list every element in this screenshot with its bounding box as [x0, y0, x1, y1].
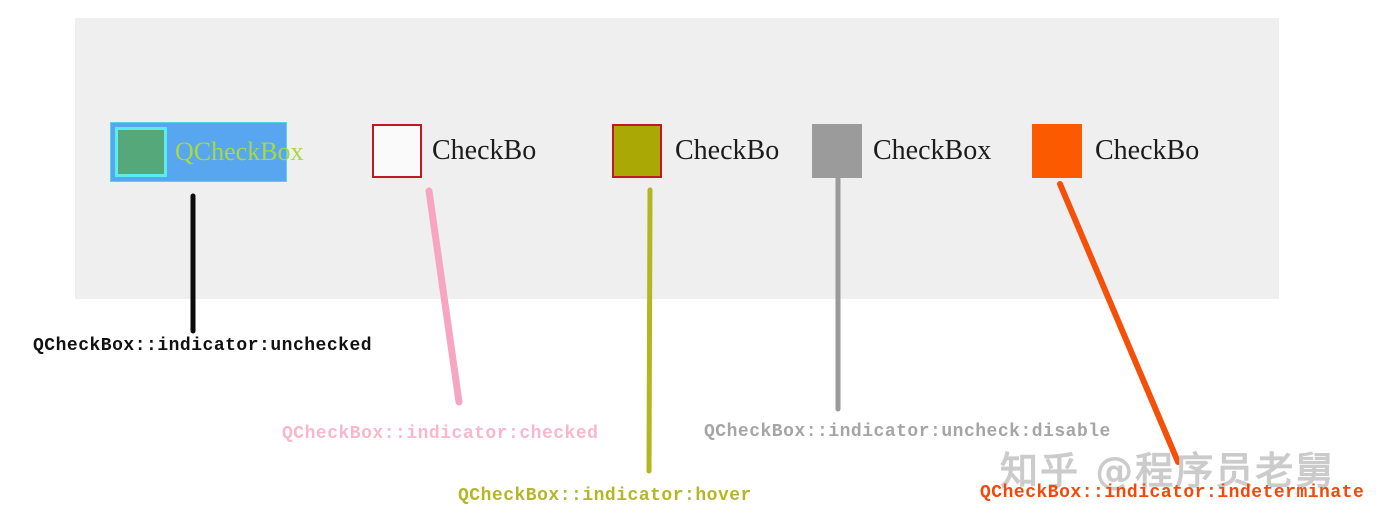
checkbox-label: CheckBo — [1095, 135, 1200, 166]
checkbox-indicator-checked — [372, 124, 422, 178]
qcheckbox-widget-unchecked: QCheckBox — [110, 122, 304, 182]
checkbox-sample-checked: CheckBo — [372, 124, 536, 178]
annotation-unchecked: QCheckBox::indicator:unchecked — [33, 336, 373, 356]
annotation-checked: QCheckBox::indicator:checked — [282, 424, 599, 444]
checkbox-label: CheckBo — [675, 135, 780, 166]
checkbox-sample-hover: CheckBo — [612, 124, 779, 178]
checkbox-indicator-hover — [612, 124, 662, 178]
checkbox-sample-uncheck-disable: CheckBox — [812, 124, 991, 178]
checkbox-label: CheckBo — [432, 135, 537, 166]
annotation-hover: QCheckBox::indicator:hover — [458, 486, 752, 506]
checkbox-indicator-indeterminate — [1032, 124, 1082, 178]
checkbox-label: QCheckBox — [175, 137, 304, 166]
annotation-indeterminate: QCheckBox::indicator:indeterminate — [980, 483, 1365, 503]
annotation-uncheck-disable: QCheckBox::indicator:uncheck:disable — [704, 422, 1111, 442]
checkbox-sample-indeterminate: CheckBo — [1032, 124, 1199, 178]
checkbox-label: CheckBox — [873, 135, 992, 166]
checkbox-indicator-uncheck-disable — [812, 124, 862, 178]
checkbox-indicator-unchecked — [115, 127, 167, 177]
